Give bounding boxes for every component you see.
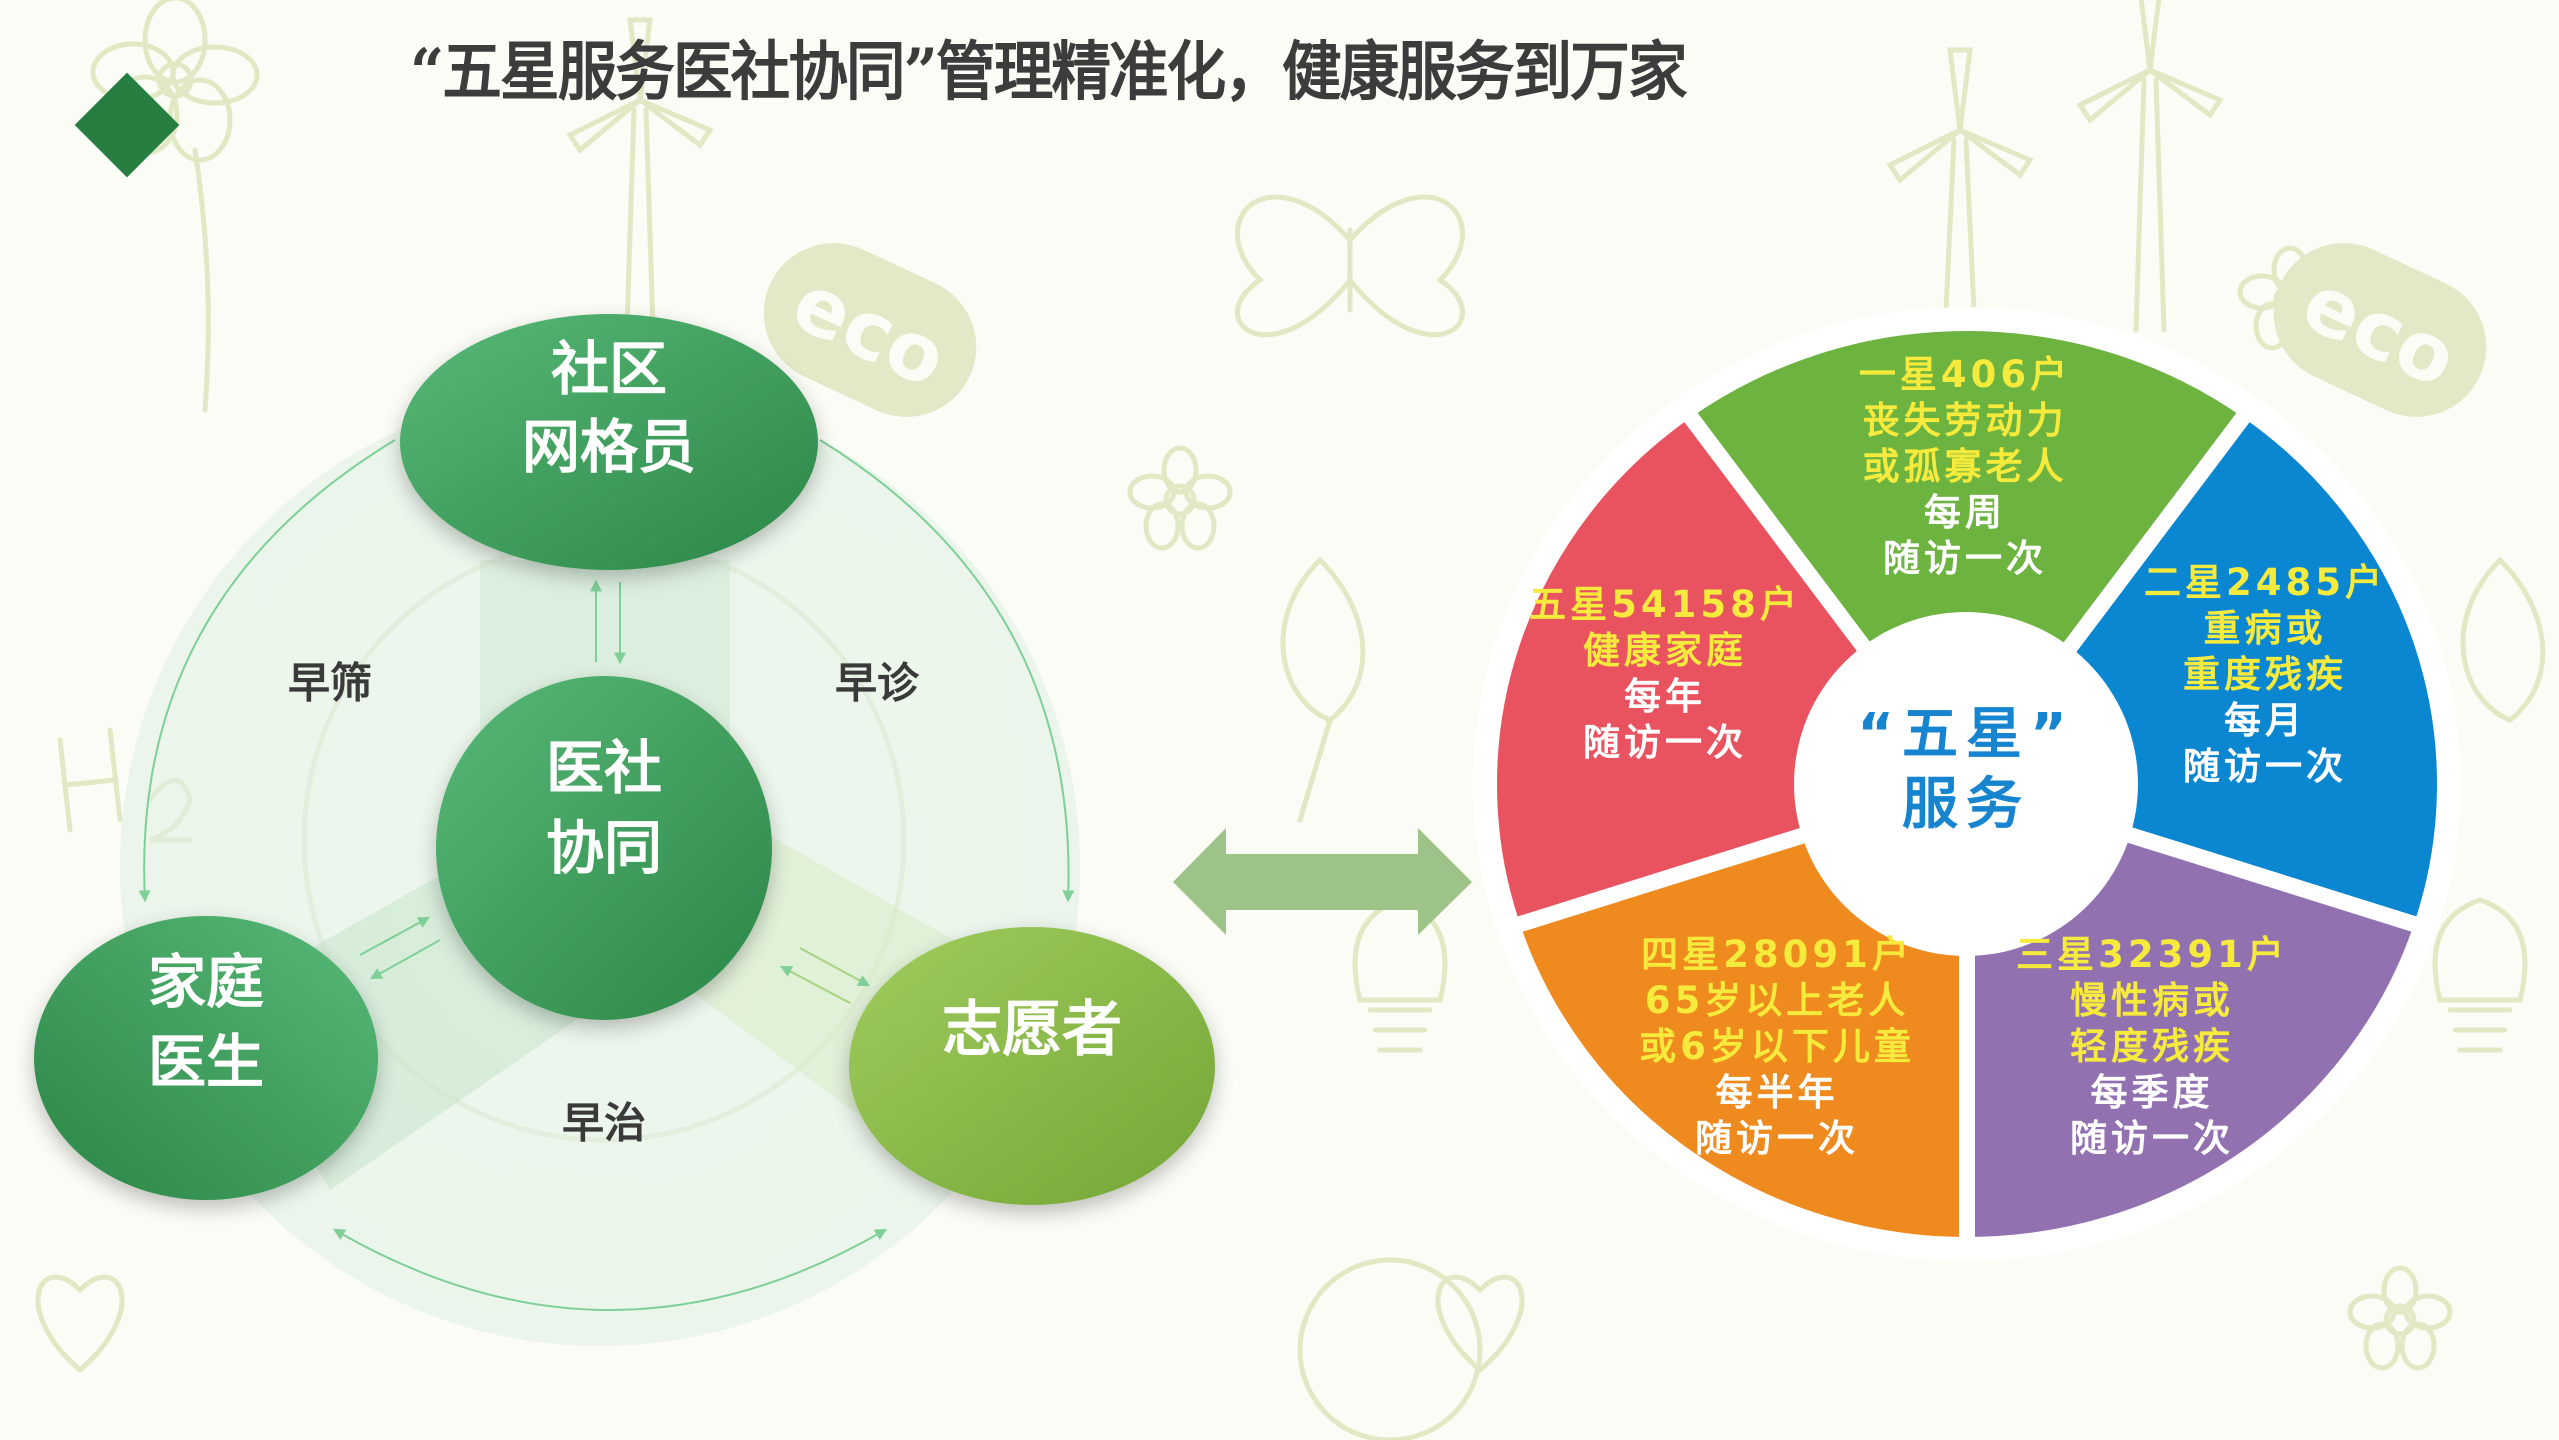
windmill-doodle-icon xyxy=(1886,47,2034,313)
segment-text-three-star: 三星32391户 慢性病或 轻度残疾 每季度 随访一次 xyxy=(2016,933,2288,1160)
leaf-doodle-icon xyxy=(2460,556,2546,723)
segment-text-one-star: 一星406户 丧失劳动力 或孤寡老人 每周 随访一次 xyxy=(1858,353,2072,580)
node-label-volunteer: 志愿者 xyxy=(942,995,1122,1065)
node-label-center-collaboration: 医社 协同 xyxy=(545,734,662,882)
arc-left xyxy=(138,439,396,903)
flow-label-early-screening: 早筛 xyxy=(287,658,373,708)
flower-doodle-icon xyxy=(1127,445,1233,551)
arrows-right-pair xyxy=(779,947,871,1004)
arrows-top-pair xyxy=(590,579,626,665)
node-family-doctor xyxy=(34,916,378,1200)
eco-badge-icon: eco xyxy=(763,243,977,417)
arc-bottom xyxy=(332,1228,888,1311)
flow-label-early-diagnosis: 早诊 xyxy=(834,658,920,708)
node-label-community-grid-worker: 社区 网格员 xyxy=(521,335,696,481)
wheel-hub xyxy=(1794,612,2138,956)
segment-text-four-star: 四星28091户 65岁以上老人 或6岁以下儿童 每半年 随访一次 xyxy=(1639,933,1915,1160)
eco-badge-icon: eco xyxy=(2273,243,2487,417)
flow-label-early-treatment: 早治 xyxy=(561,1098,647,1148)
segment-text-five-star: 五星54158户 健康家庭 每年 随访一次 xyxy=(1529,583,1801,764)
page-title: “五星服务医社协同”管理精准化，健康服务到万家 xyxy=(410,35,1687,110)
node-center-collaboration xyxy=(436,676,772,1020)
h2o-doodle-icon xyxy=(57,727,193,843)
wheel-hub-label: “五星” 服务 xyxy=(1857,702,2075,837)
double-arrow-icon xyxy=(1173,828,1472,935)
heart-doodle-icon xyxy=(35,1274,125,1374)
node-label-family-doctor: 家庭 医生 xyxy=(147,948,264,1096)
arrows-left-pair xyxy=(359,916,441,980)
arc-right xyxy=(819,439,1075,903)
node-volunteer xyxy=(849,927,1215,1205)
natural-stamp-icon xyxy=(1297,1257,1483,1440)
leaf-doodle-icon xyxy=(1280,556,1366,823)
segment-text-two-star: 二星2485户 重病或 重度残疾 每月 随访一次 xyxy=(2144,561,2386,788)
butterfly-doodle-icon xyxy=(1235,194,1465,338)
heart-doodle-icon xyxy=(1435,1274,1525,1374)
segment-one-star xyxy=(1674,315,2260,798)
flower-doodle-icon xyxy=(2347,1265,2453,1371)
bulb-doodle-icon xyxy=(2432,897,2528,1053)
windmill-doodle-icon xyxy=(2076,0,2224,333)
node-community-grid-worker xyxy=(400,314,818,570)
